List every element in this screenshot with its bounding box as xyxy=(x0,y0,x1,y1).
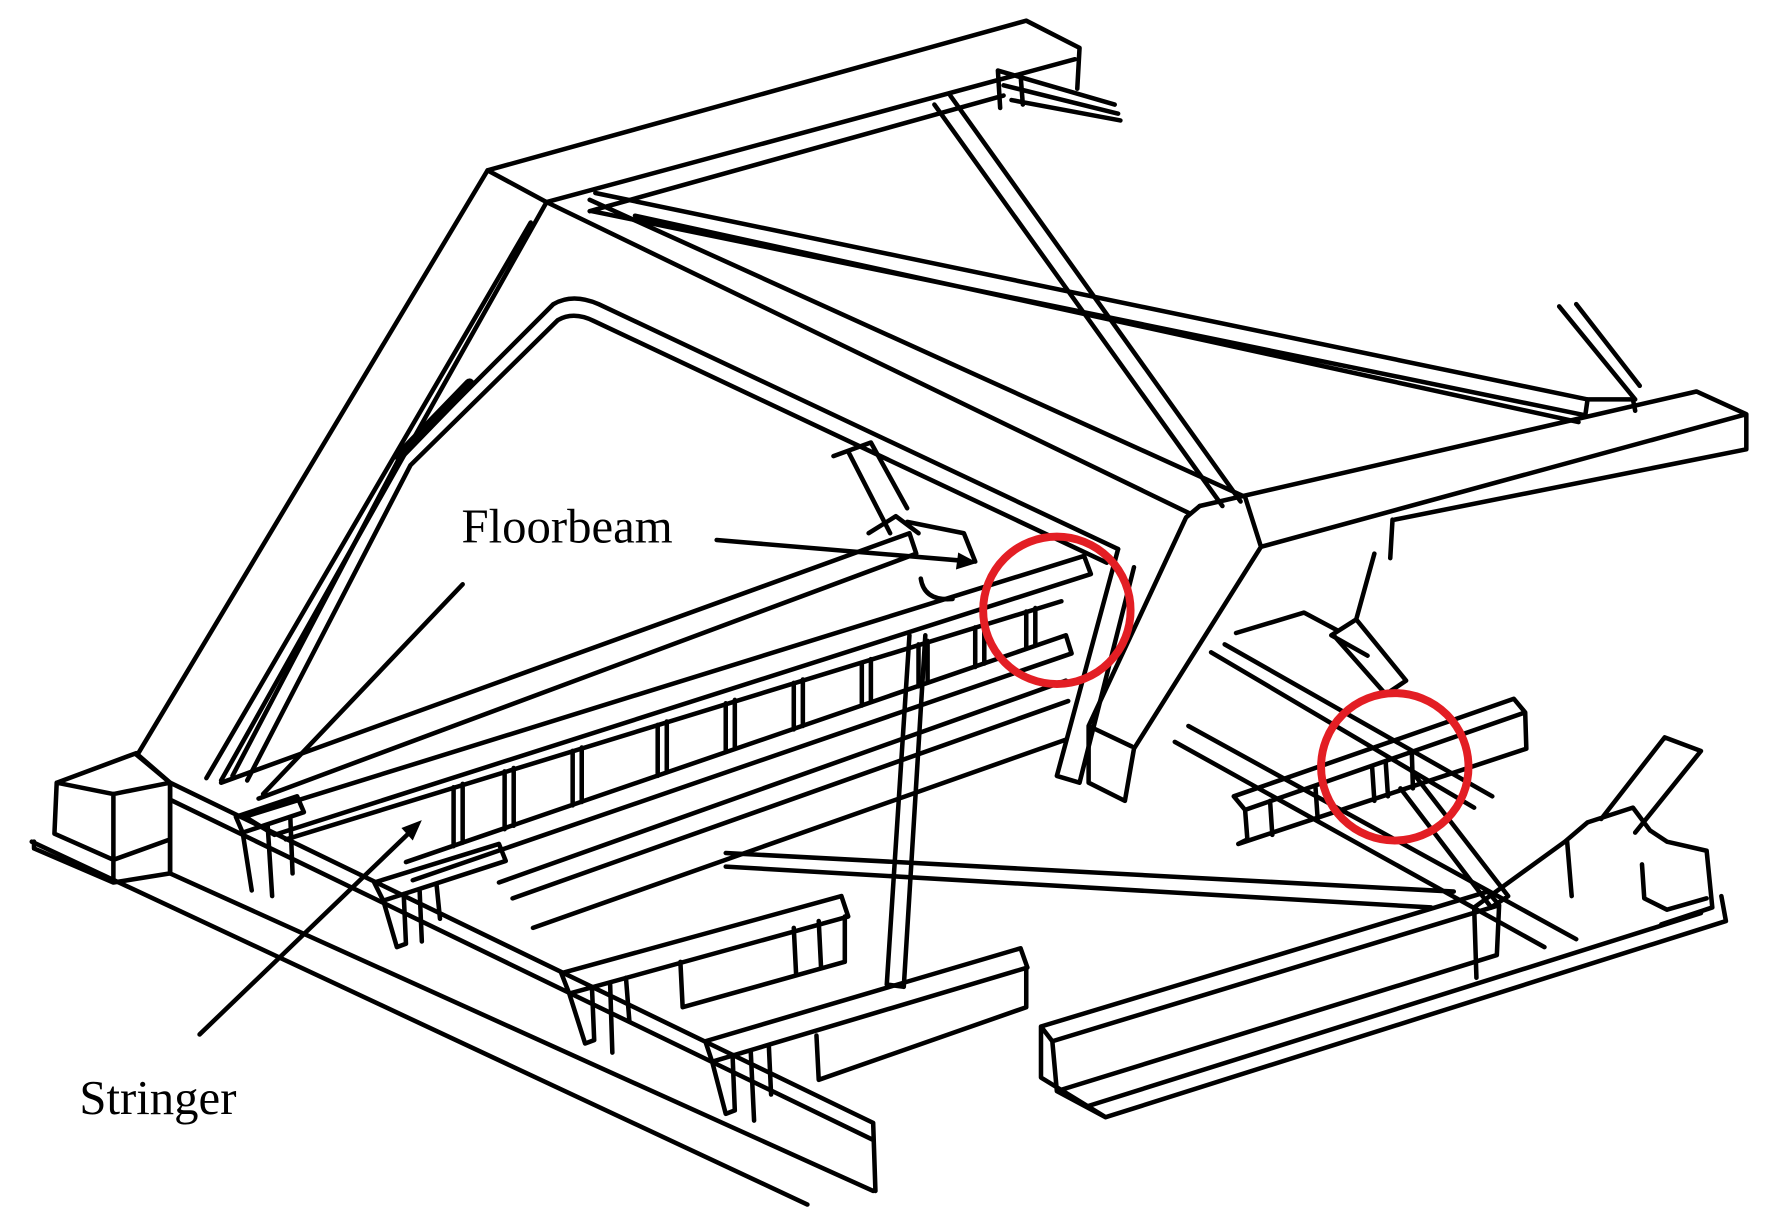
top-lateral-diagonal xyxy=(932,93,1243,509)
center-hanger xyxy=(884,633,928,990)
bearing-right xyxy=(1471,735,1715,981)
portal-knee-brace xyxy=(230,296,1121,783)
portal-knee-stiffener xyxy=(394,378,475,462)
portal-bottom-strut xyxy=(218,530,919,801)
highlight-circle-right xyxy=(1317,689,1473,845)
floorbeam-label: Floorbeam xyxy=(462,499,673,553)
top-chord-near xyxy=(544,197,1248,516)
floorbeam-4 xyxy=(703,945,1030,1123)
stringer-leader-line xyxy=(197,831,411,1037)
bridge-structure xyxy=(29,18,1749,1207)
stringer-girder xyxy=(242,553,1094,883)
floorbeam-secondary-leader-line xyxy=(260,581,465,797)
top-lateral-strut xyxy=(589,190,1638,425)
stringer-label: Stringer xyxy=(79,1071,236,1125)
bearing-left xyxy=(31,750,173,885)
bottom-chord-far xyxy=(1038,889,1729,1120)
floorbeam-leader-line xyxy=(714,537,962,563)
highlight-circle-left xyxy=(979,532,1135,689)
floorbeam-arrowhead xyxy=(955,552,978,570)
floorbeam-2 xyxy=(371,841,509,950)
floorbeam-3 xyxy=(559,893,851,1055)
inner-vertical-member xyxy=(1054,546,1137,785)
deck-lateral-bracing xyxy=(723,642,1579,950)
portal-bracing-inner xyxy=(831,440,978,602)
sway-bracing xyxy=(1233,551,1409,697)
stringer-arrowhead xyxy=(401,820,422,841)
floorbeam-end-left xyxy=(233,794,307,899)
end-post-right xyxy=(1086,494,1264,804)
top-chord-right xyxy=(1197,301,1749,561)
lower-longitudinal-beam xyxy=(496,678,1071,931)
